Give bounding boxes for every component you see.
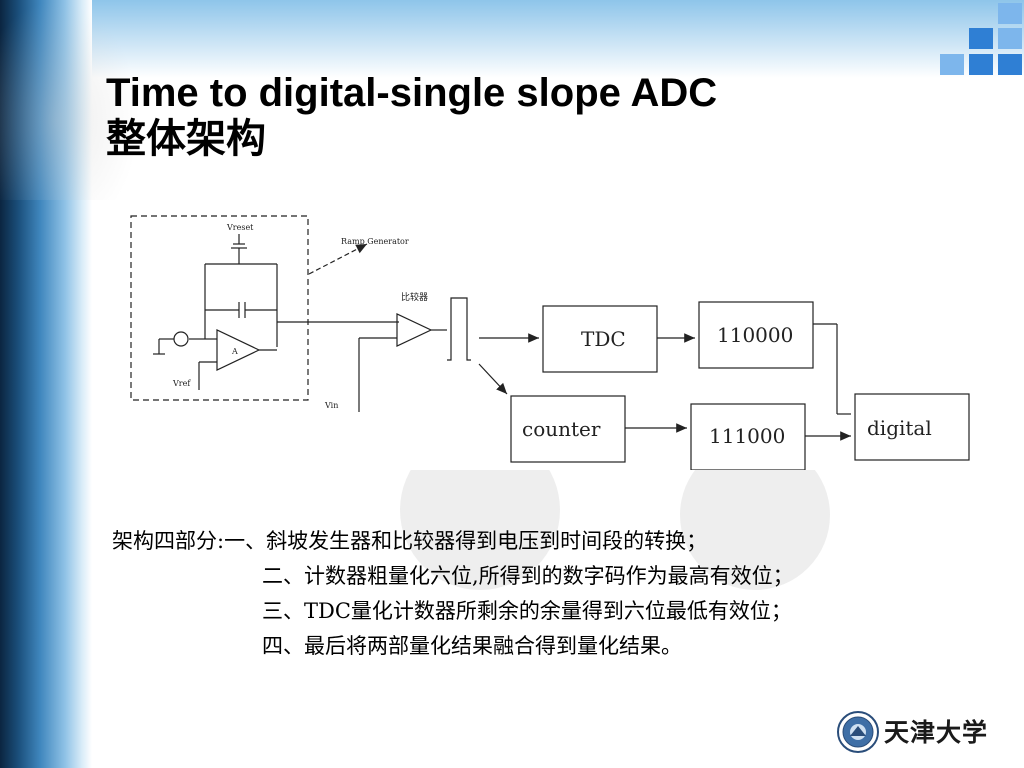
university-emblem-icon xyxy=(837,711,879,753)
header-gradient xyxy=(0,0,1024,78)
digital-box xyxy=(854,393,970,461)
label-counter: counter xyxy=(522,417,601,441)
university-name: 天津大学 xyxy=(884,718,989,747)
body-text: 架构四部分:一、斜坡发生器和比较器得到电压到时间段的转换； 二、计数器粗量化六位… xyxy=(112,524,794,664)
slide-title: Time to digital-single slope ADC 整体架构 xyxy=(106,70,717,162)
comparator-symbol xyxy=(396,313,433,347)
label-tdc-out: 110000 xyxy=(717,323,793,347)
university-logo: 天津大学 xyxy=(836,704,996,760)
label-digital: digital xyxy=(867,416,932,440)
amplifier-symbol xyxy=(216,329,261,371)
adc-block-diagram: Vreset Ramp Generator 比较器 Vref Vin A TDC… xyxy=(129,214,970,471)
body-line-4: 四、最后将两部量化结果融合得到量化结果。 xyxy=(262,634,682,658)
ramp-generator-box xyxy=(130,215,309,401)
tdc-output-box xyxy=(698,301,814,369)
label-comparator: 比较器 xyxy=(401,291,428,303)
label-ramp-generator: Ramp Generator xyxy=(341,237,409,246)
counter-box xyxy=(510,395,626,463)
label-vreset: Vreset xyxy=(226,223,254,232)
diagram-svg: Vreset Ramp Generator 比较器 Vref Vin A TDC… xyxy=(130,215,970,471)
body-line-2: 二、计数器粗量化六位,所得到的数字码作为最高有效位； xyxy=(262,564,794,588)
label-counter-out: 111000 xyxy=(709,424,785,448)
label-vref: Vref xyxy=(172,379,191,388)
slide-title-line2: 整体架构 xyxy=(106,117,266,161)
label-amp: A xyxy=(231,347,238,356)
header-watermark xyxy=(0,0,140,200)
current-source-symbol xyxy=(173,331,189,347)
label-tdc: TDC xyxy=(581,327,626,351)
label-vin: Vin xyxy=(324,401,338,410)
left-gradient-band xyxy=(0,0,92,768)
body-line-1: 架构四部分:一、斜坡发生器和比较器得到电压到时间段的转换； xyxy=(112,529,708,553)
body-line-3: 三、TDC量化计数器所剩余的余量得到六位最低有效位； xyxy=(262,599,792,623)
slide-title-line1: Time to digital-single slope ADC xyxy=(106,71,718,115)
tdc-box xyxy=(542,305,658,373)
